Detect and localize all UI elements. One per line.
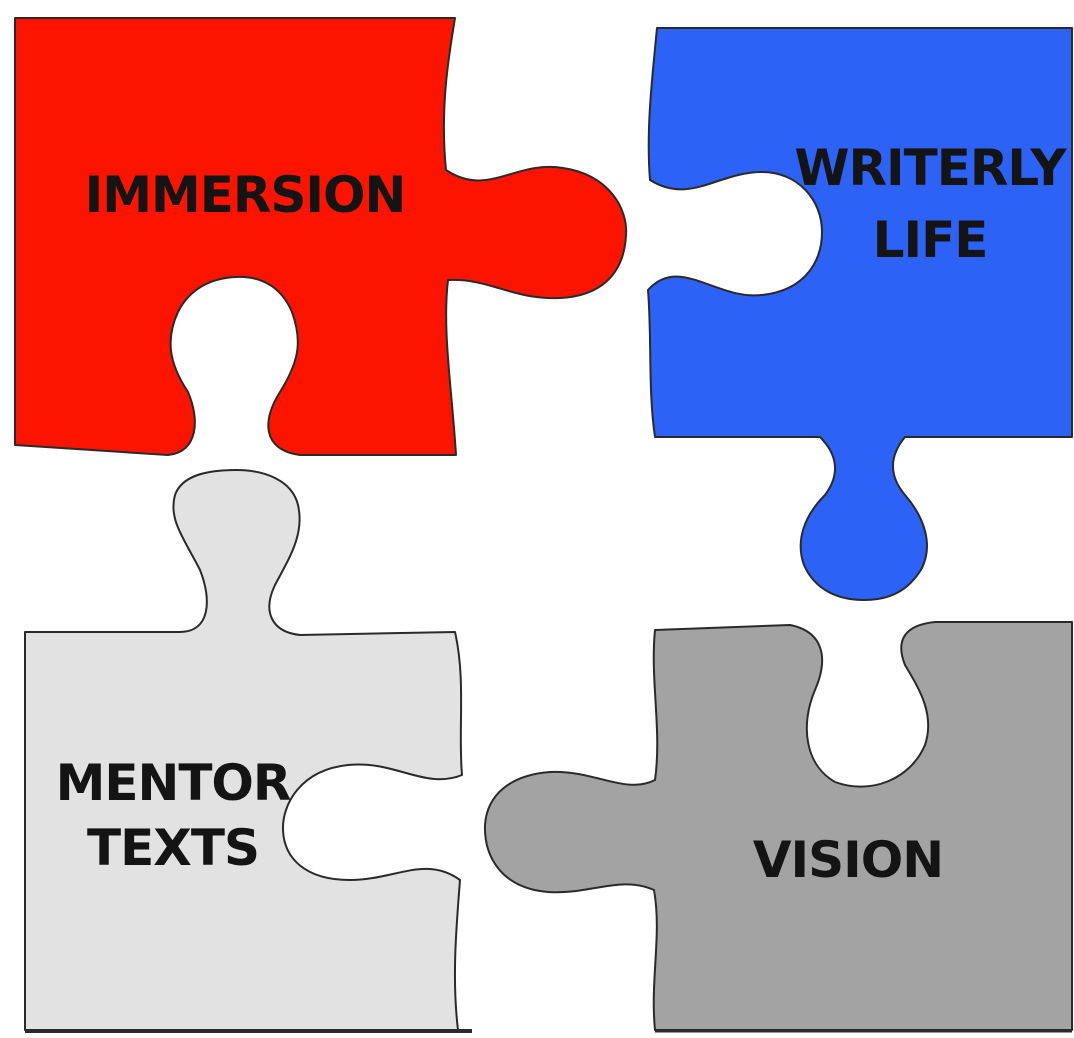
piece-immersion-shape <box>14 17 628 456</box>
piece-writerly-life-label-line1: WRITERLY <box>794 139 1067 197</box>
piece-mentor-texts: MENTOR TEXTS <box>24 469 463 1031</box>
piece-vision-label: VISION <box>753 831 943 889</box>
piece-writerly-life-label-line2: LIFE <box>873 211 988 269</box>
piece-vision: VISION <box>483 621 1073 1031</box>
piece-immersion: IMMERSION <box>14 17 628 456</box>
piece-mentor-texts-label-line2: TEXTS <box>87 819 259 877</box>
piece-mentor-texts-shape <box>24 469 463 1031</box>
piece-vision-shape <box>483 621 1073 1031</box>
piece-mentor-texts-label-line1: MENTOR <box>56 754 291 812</box>
piece-immersion-label: IMMERSION <box>85 166 406 224</box>
piece-writerly-life-shape <box>647 27 1073 601</box>
piece-writerly-life: WRITERLY LIFE <box>647 27 1073 601</box>
